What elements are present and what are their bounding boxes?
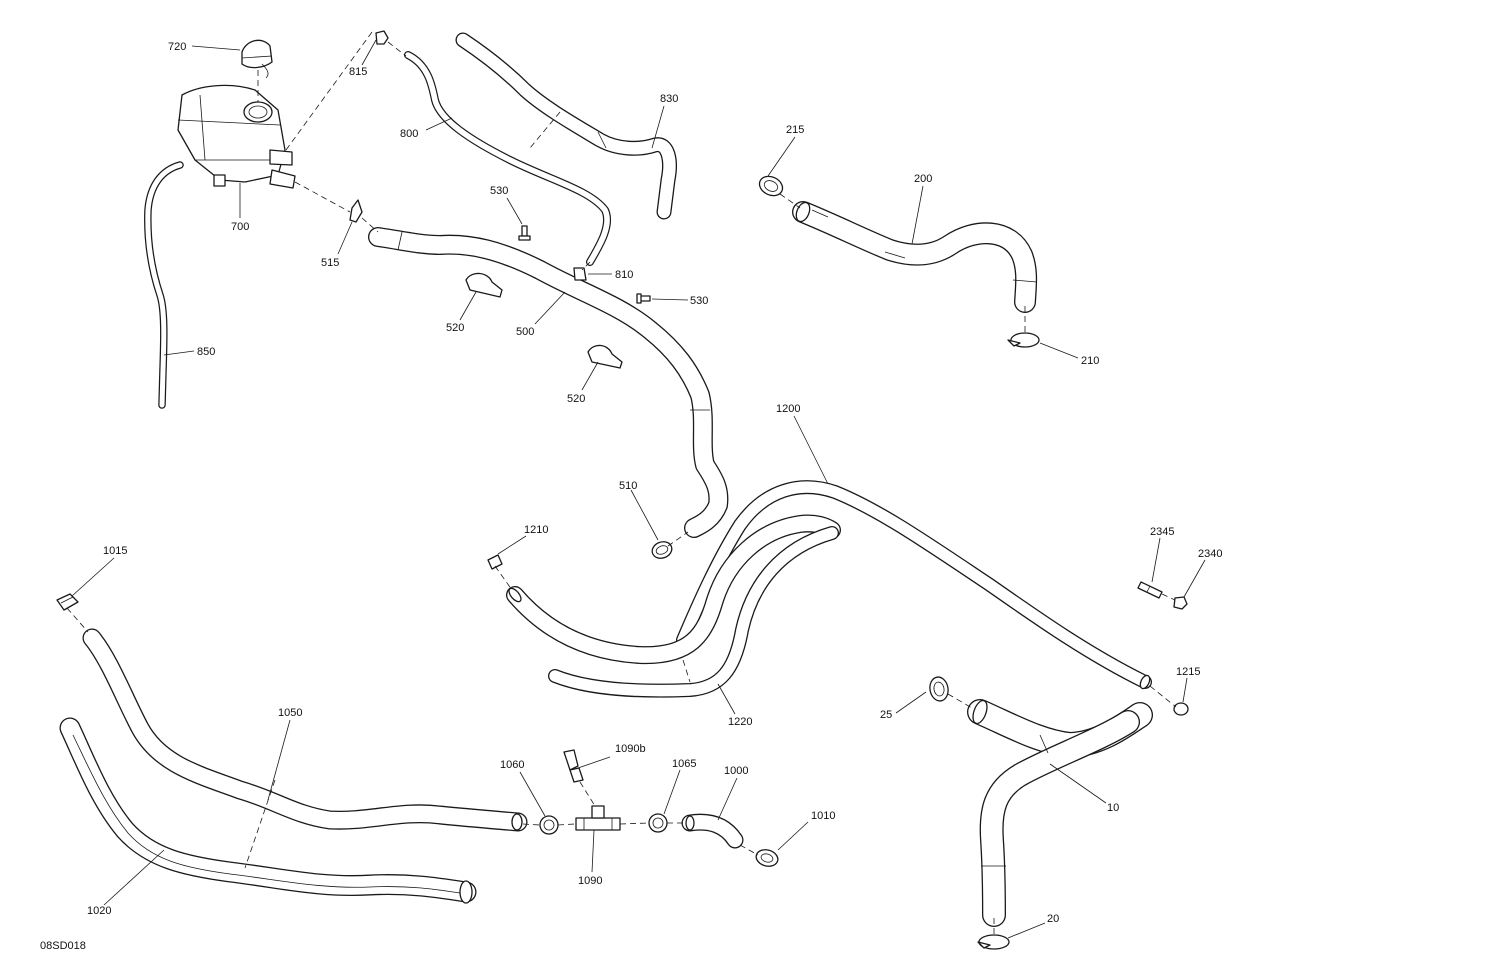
- callout-1050: 1050: [278, 707, 302, 719]
- callout-1090: 1090: [578, 875, 602, 887]
- callout-700: 700: [231, 221, 249, 233]
- callout-830: 830: [660, 93, 678, 105]
- sensor-1090b: [563, 749, 584, 783]
- clamp-1215: [1173, 702, 1189, 716]
- callout-530-lower: 530: [690, 295, 708, 307]
- coolant-reservoir-700: [177, 84, 296, 189]
- screw-530-upper: [518, 225, 531, 241]
- clip-810: [573, 267, 587, 281]
- hose-1050: [82, 628, 528, 832]
- clamp-1010: [755, 849, 779, 867]
- hose-500: [368, 227, 729, 538]
- hose-200: [792, 201, 1038, 313]
- callout-labels: 720 815 830 800 700 515 530 810 530 520 …: [87, 41, 1222, 925]
- clip-520-right: [587, 344, 623, 369]
- reservoir-cap-720: [241, 39, 273, 79]
- screw-530-lower: [636, 293, 651, 304]
- callout-510: 510: [619, 480, 637, 492]
- callout-20: 20: [1047, 913, 1059, 925]
- callout-210: 210: [1081, 355, 1099, 367]
- clamp-210: [1007, 332, 1040, 348]
- bracket-515: [349, 199, 363, 223]
- hose-10: [967, 699, 1153, 927]
- callout-1000: 1000: [724, 765, 748, 777]
- callout-720: 720: [168, 41, 186, 53]
- callout-10: 10: [1107, 802, 1119, 814]
- clamp-25: [929, 676, 949, 702]
- clip-520-left: [465, 272, 503, 298]
- callout-1020: 1020: [87, 905, 111, 917]
- fitting-815: [375, 30, 389, 45]
- tee-fitting-1090: [575, 805, 621, 831]
- leader-lines: [71, 39, 1206, 939]
- callout-200: 200: [914, 173, 932, 185]
- callout-1060: 1060: [500, 759, 524, 771]
- drawing-reference: 08SD018: [40, 940, 86, 952]
- callout-1010: 1010: [811, 810, 835, 822]
- fitting-1015: [56, 593, 79, 611]
- callout-515: 515: [321, 257, 339, 269]
- hose-1020: [59, 717, 477, 904]
- callout-520-right: 520: [567, 393, 585, 405]
- hose-1000: [681, 813, 744, 849]
- callout-1065: 1065: [672, 758, 696, 770]
- callout-810: 810: [615, 269, 633, 281]
- callout-1220: 1220: [728, 716, 752, 728]
- callout-1215: 1215: [1176, 666, 1200, 678]
- callout-800: 800: [400, 128, 418, 140]
- callout-1200: 1200: [776, 403, 800, 415]
- callout-500: 500: [516, 326, 534, 338]
- hose-800: [404, 51, 612, 266]
- callout-1090b: 1090b: [615, 743, 646, 755]
- clamp-20: [977, 934, 1010, 950]
- clamp-1060: [539, 815, 559, 835]
- clamp-510: [651, 541, 673, 559]
- clamp-1065: [648, 813, 668, 833]
- callout-815: 815: [349, 66, 367, 78]
- callout-520-left: 520: [446, 322, 464, 334]
- hose-850: [144, 161, 184, 409]
- callout-850: 850: [197, 346, 215, 358]
- callout-215: 215: [786, 124, 804, 136]
- hose-1200: [676, 480, 1152, 690]
- callout-1210: 1210: [524, 524, 548, 536]
- callout-25: 25: [880, 709, 892, 721]
- assembly-lines: [66, 31, 1177, 935]
- hose-1220: [506, 514, 841, 698]
- sensor-2345: [1137, 581, 1163, 599]
- clamp-215: [758, 175, 784, 197]
- callout-530-upper: 530: [490, 185, 508, 197]
- callout-2340: 2340: [1198, 548, 1222, 560]
- plug-1210: [487, 554, 503, 570]
- nut-2340: [1173, 596, 1188, 610]
- hose-830: [455, 32, 677, 220]
- callout-2345: 2345: [1150, 526, 1174, 538]
- callout-1015: 1015: [103, 545, 127, 557]
